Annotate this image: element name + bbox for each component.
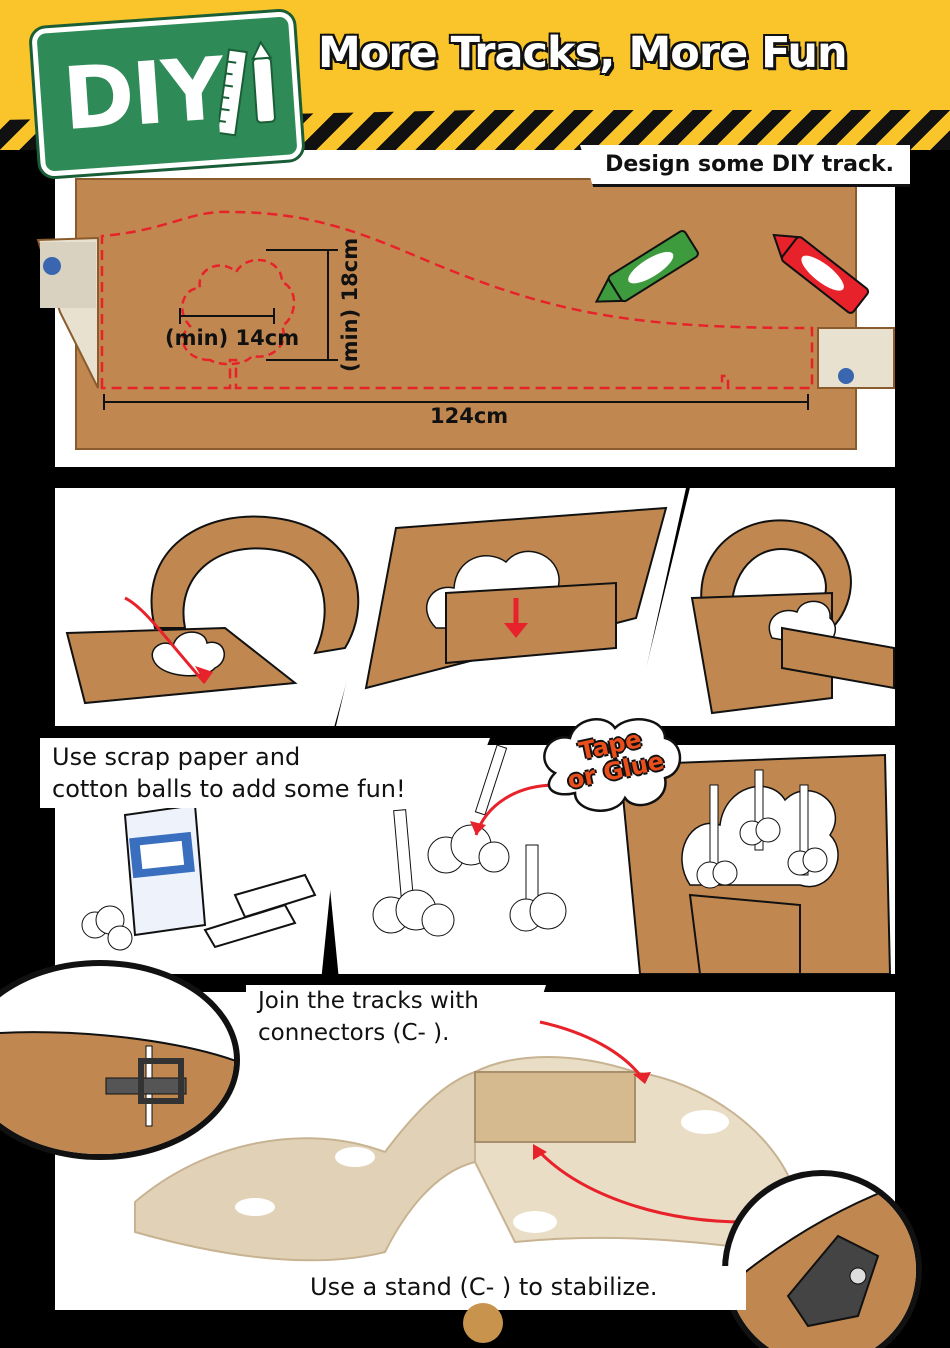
red-crayon-icon — [765, 223, 870, 314]
stand-icon — [728, 1176, 922, 1348]
scrap-paper-callout: Use scrap paper and cotton balls to add … — [40, 738, 490, 808]
diy-badge-text: DIY — [60, 39, 226, 150]
dimension-height-label: (min) 18cm — [338, 238, 362, 372]
join-tracks-callout: Join the tracks with connectors (C- ). — [246, 985, 546, 1051]
scrap-callout-line2: cotton balls to add some fun! — [52, 773, 478, 805]
join-callout-line2: connectors (C- ). — [258, 1017, 534, 1049]
diy-badge: DIY — [31, 11, 303, 177]
green-crayon-icon — [589, 229, 700, 314]
insert-track-illustration — [336, 488, 686, 726]
join-callout-line1: Join the tracks with — [258, 985, 534, 1017]
dimension-width-label: (min) 14cm — [165, 326, 299, 350]
design-callout: Design some DIY track. — [580, 145, 910, 187]
dimension-length-label: 124cm — [430, 404, 508, 428]
page-marker — [463, 1303, 503, 1343]
ruler-pencil-icon — [214, 39, 291, 144]
scrap-callout-line1: Use scrap paper and — [52, 741, 478, 773]
stand-callout: Use a stand (C- ) to stabilize. — [286, 1266, 746, 1310]
panel-step-insert — [336, 488, 686, 726]
